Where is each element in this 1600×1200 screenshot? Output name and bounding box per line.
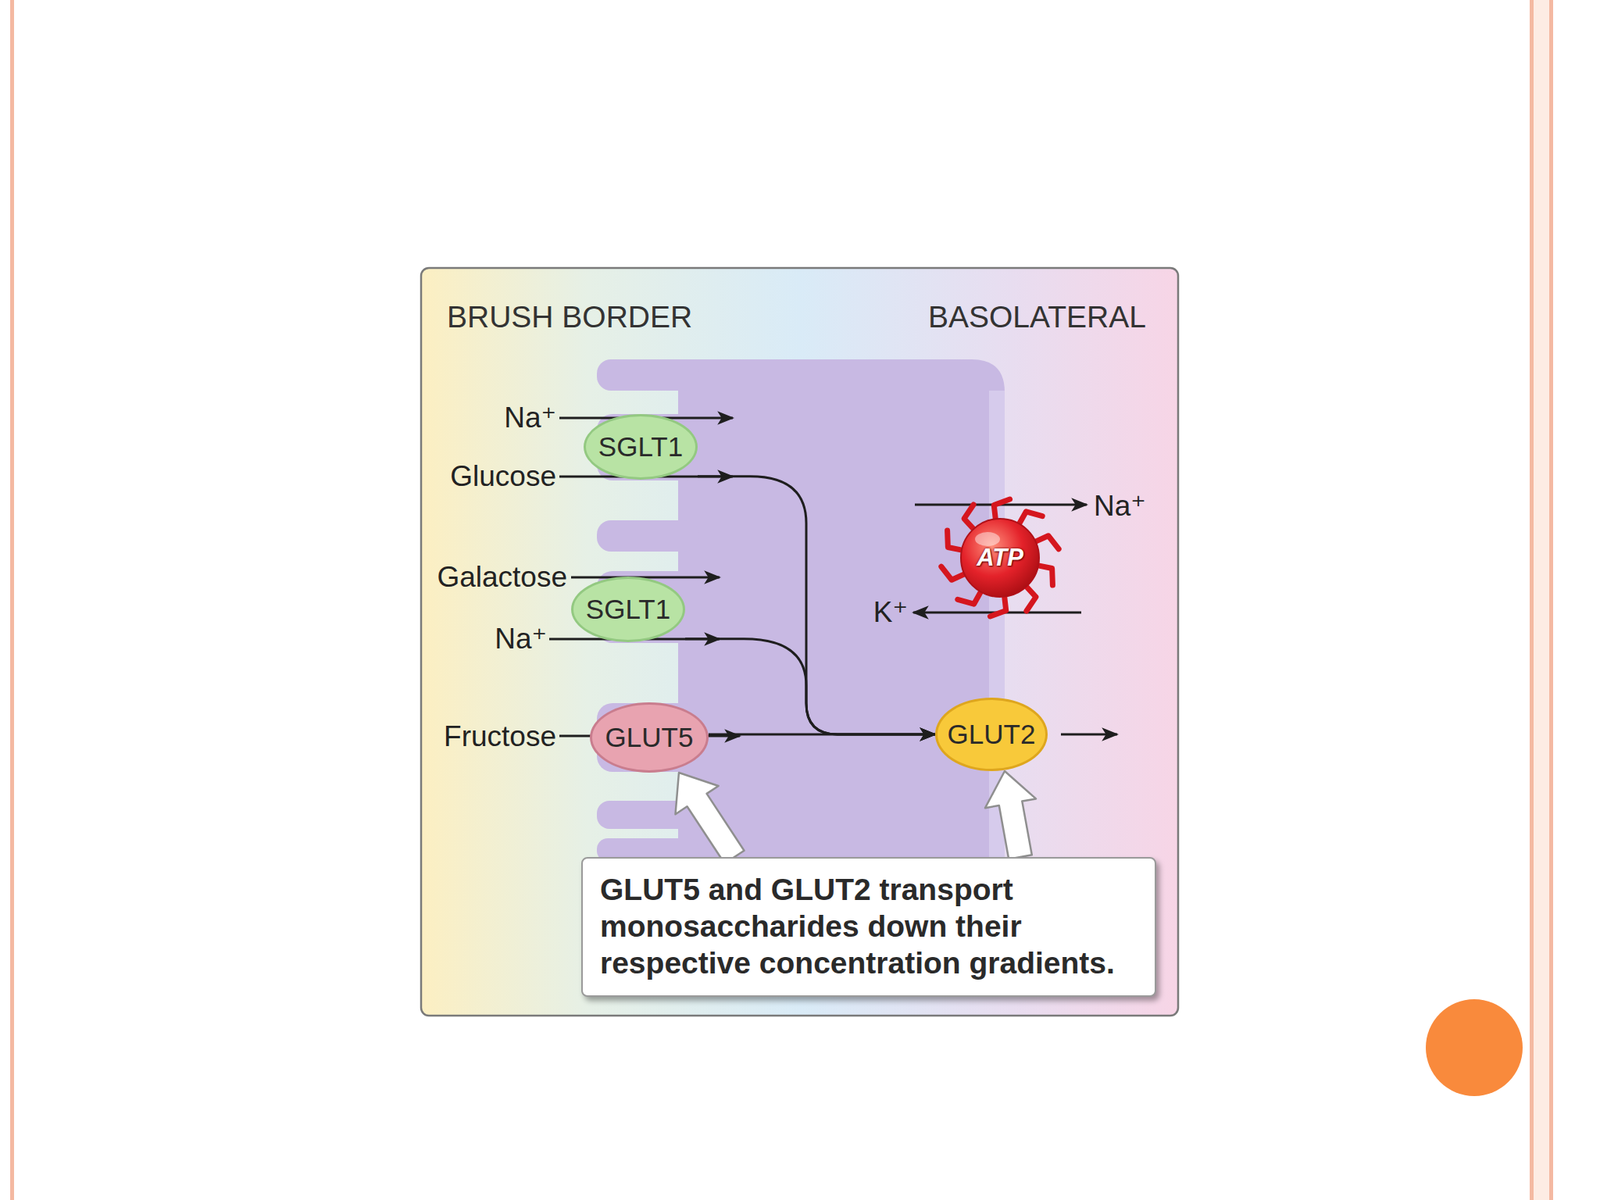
microvillus xyxy=(596,520,699,552)
slide-border xyxy=(1549,0,1554,1200)
node-text: SGLT1 xyxy=(598,431,683,463)
node-text: GLUT5 and GLUT2 transport monosaccharide… xyxy=(600,871,1140,982)
pump-leg xyxy=(964,504,976,532)
slide-dot xyxy=(1425,999,1523,1097)
node-text: SGLT1 xyxy=(585,593,671,625)
flow-arrow xyxy=(697,476,936,735)
callout-box: GLUT5 and GLUT2 transport monosaccharide… xyxy=(581,857,1157,997)
pump-core xyxy=(960,518,1040,597)
callout-pointer xyxy=(985,771,1036,860)
solute-label: Galactose xyxy=(436,560,568,595)
flux-arrow xyxy=(559,735,594,738)
basolateral-membrane xyxy=(989,390,1005,860)
slide-border xyxy=(10,0,15,1200)
node-text: ATP xyxy=(976,543,1024,572)
node-text: GLUT5 xyxy=(605,721,694,754)
transporter-ellipse: GLUT2 xyxy=(935,697,1048,772)
solute-label: Fructose xyxy=(443,719,557,754)
transporter-ellipse: SGLT1 xyxy=(571,576,686,643)
solute-label: Na⁺ xyxy=(494,621,547,657)
solute-label: Na⁺ xyxy=(503,400,557,436)
transporter-ellipse: GLUT5 xyxy=(589,702,709,773)
flux-arrow xyxy=(706,735,740,738)
pump-leg xyxy=(1024,584,1036,611)
slide-border xyxy=(1533,0,1551,1200)
flux-arrow xyxy=(1060,733,1118,736)
solute-label: Glucose xyxy=(450,459,557,494)
solute-label: Na⁺ xyxy=(1093,489,1147,524)
flow-arrow xyxy=(685,639,936,735)
transporter-ellipse: SGLT1 xyxy=(583,414,698,480)
panel-background xyxy=(421,267,1179,1016)
microvillus xyxy=(596,359,699,391)
solute-label: K⁺ xyxy=(873,595,908,630)
slide-border xyxy=(1529,0,1534,1200)
microvillus xyxy=(596,800,699,829)
node-text: GLUT2 xyxy=(947,718,1036,750)
atpase-pump: ATP xyxy=(933,491,1067,625)
region-label: BASOLATERAL xyxy=(928,300,1147,335)
flow-arrow xyxy=(708,733,936,736)
region-label: BRUSH BORDER xyxy=(446,300,693,335)
callout-pointer xyxy=(675,772,745,864)
cell-body xyxy=(678,359,1005,860)
